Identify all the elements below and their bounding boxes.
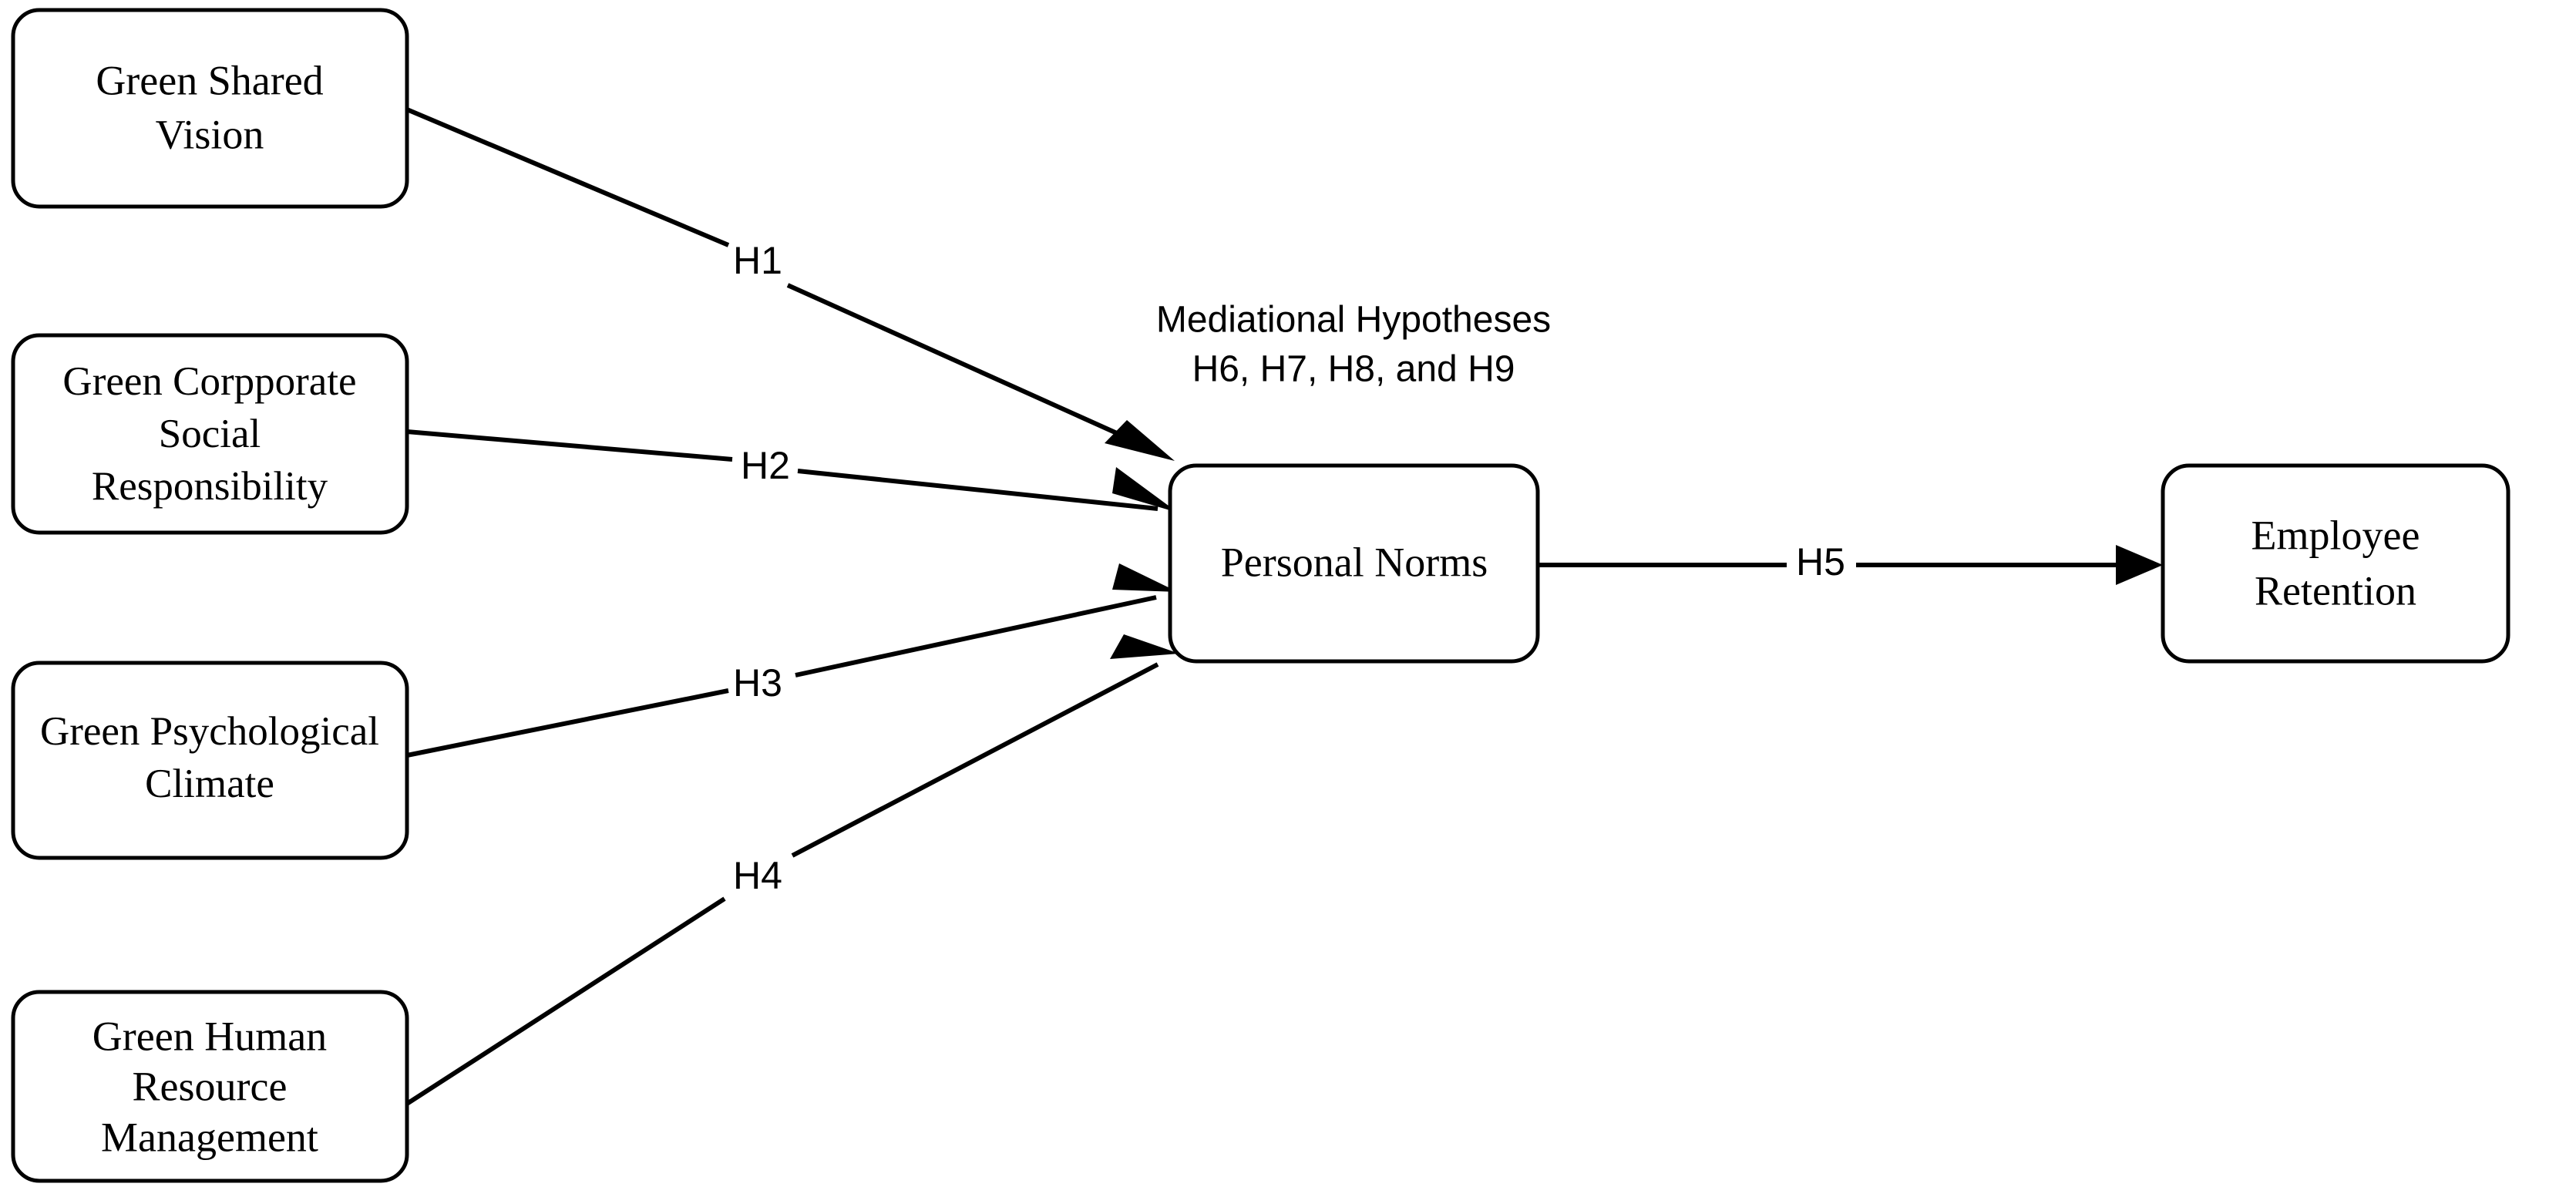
- node-personal-norms-line-1: Personal Norms: [1221, 539, 1488, 585]
- edge-h4-segment-left: [405, 896, 726, 1106]
- mediational-hypotheses-line-1: Mediational Hypotheses: [1156, 300, 1551, 341]
- edge-h2-arrowhead: [1112, 467, 1178, 513]
- node-green-corporate-social-responsibility-box: [11, 333, 409, 535]
- edge-h4-label: H4: [733, 854, 782, 897]
- node-employee-retention-box: [2161, 463, 2510, 664]
- node-green-corporate-social-responsibility-line-1: Green Corpporate: [62, 359, 356, 404]
- edge-h3-segment-right: [795, 595, 1157, 678]
- node-green-corporate-social-responsibility-line-2: Social: [159, 412, 261, 456]
- node-green-psychological-climate-box: [11, 661, 409, 860]
- node-green-shared-vision[interactable]: Green Shared Vision: [11, 8, 409, 209]
- edge-h5-label: H5: [1796, 540, 1845, 583]
- node-green-psychological-climate[interactable]: Green Psychological Climate: [11, 661, 409, 860]
- node-personal-norms-box: [1168, 463, 1540, 664]
- edge-h1-segment-left: [405, 107, 730, 247]
- edge-h1-arrowhead: [1105, 420, 1175, 461]
- node-employee-retention-line-1: Employee: [2251, 512, 2420, 558]
- edge-h2-label: H2: [741, 444, 790, 487]
- edge-h3-segment-left: [406, 688, 729, 758]
- node-green-human-resource-management-line-2: Resource: [133, 1063, 288, 1109]
- node-employee-retention-line-2: Retention: [2255, 567, 2416, 614]
- mediational-hypotheses-annotation: Mediational Hypotheses H6, H7, H8, and H…: [1156, 300, 1551, 390]
- edge-h5-arrowhead: [2116, 545, 2163, 585]
- edge-h1-label: H1: [733, 239, 782, 282]
- edge-h3-arrowhead: [1112, 563, 1178, 592]
- node-green-psychological-climate-line-1: Green Psychological: [40, 709, 379, 754]
- node-green-psychological-climate-line-2: Climate: [145, 762, 274, 806]
- edge-h5: H5: [1538, 540, 2163, 585]
- edge-h3: H3: [406, 563, 1178, 758]
- node-green-human-resource-management-line-3: Management: [101, 1114, 318, 1160]
- node-personal-norms[interactable]: Personal Norms: [1168, 463, 1540, 664]
- node-green-human-resource-management[interactable]: Green Human Resource Management: [11, 990, 409, 1183]
- node-employee-retention[interactable]: Employee Retention: [2161, 463, 2510, 664]
- edge-h4-segment-right: [791, 662, 1159, 858]
- node-green-corporate-social-responsibility-line-3: Responsibility: [92, 464, 328, 509]
- edge-h2: H2: [406, 429, 1178, 513]
- edge-h1-segment-right: [786, 283, 1158, 453]
- node-green-shared-vision-line-1: Green Shared: [96, 57, 323, 103]
- edge-h2-segment-right: [797, 469, 1159, 511]
- node-green-corporate-social-responsibility[interactable]: Green Corpporate Social Responsibility: [11, 333, 409, 535]
- edge-h4-arrowhead: [1110, 634, 1179, 659]
- node-green-human-resource-management-box: [11, 990, 409, 1183]
- node-green-shared-vision-line-2: Vision: [156, 111, 264, 157]
- edge-h3-label: H3: [733, 661, 782, 704]
- mediational-hypotheses-line-2: H6, H7, H8, and H9: [1192, 349, 1515, 390]
- edge-h2-segment-left: [406, 429, 733, 462]
- edge-h4: H4: [405, 634, 1179, 1106]
- edge-h1: H1: [405, 107, 1175, 461]
- node-green-human-resource-management-line-1: Green Human: [92, 1013, 327, 1059]
- node-green-shared-vision-box: [11, 8, 409, 209]
